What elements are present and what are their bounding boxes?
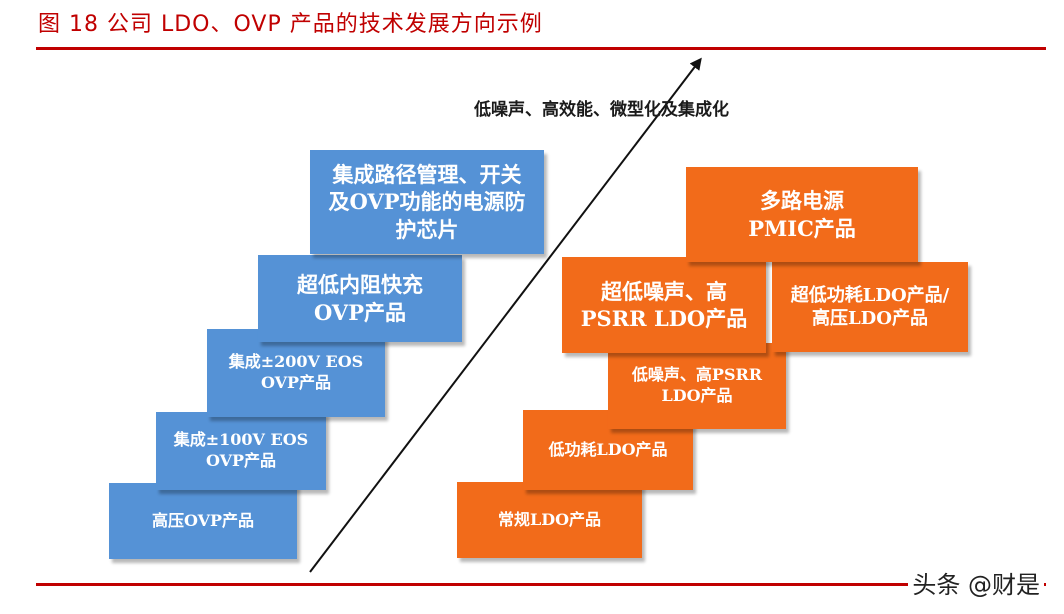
pmic-product-multi-channel: 多路电源 PMIC产品 [686, 167, 918, 262]
ldo-product-ultra-low-noise-psrr: 超低噪声、高 PSRR LDO产品 [562, 257, 766, 353]
figure-title: 图 18 公司 LDO、OVP 产品的技术发展方向示例 [38, 12, 543, 37]
ovp-product-100v-eos: 集成±100V EOS OVP产品 [156, 412, 326, 490]
arrow-line [309, 57, 702, 573]
ldo-product-ultra-low-power-high-voltage: 超低功耗LDO产品/ 高压LDO产品 [772, 262, 968, 352]
ovp-product-power-protection-chip: 集成路径管理、开关 及OVP功能的电源防 护芯片 [310, 150, 544, 254]
ovp-product-fast-charge: 超低内阻快充 OVP产品 [258, 255, 462, 342]
top-divider [36, 47, 1046, 50]
ovp-product-high-voltage: 高压OVP产品 [109, 483, 297, 559]
bottom-divider [36, 583, 1046, 586]
watermark: 头条 @财是 [908, 565, 1044, 600]
ldo-product-low-noise-psrr: 低噪声、高PSRR LDO产品 [608, 343, 786, 429]
ovp-product-200v-eos: 集成±200V EOS OVP产品 [207, 329, 385, 417]
ldo-product-standard: 常规LDO产品 [457, 482, 642, 558]
arrow-label: 低噪声、高效能、微型化及集成化 [474, 100, 729, 120]
